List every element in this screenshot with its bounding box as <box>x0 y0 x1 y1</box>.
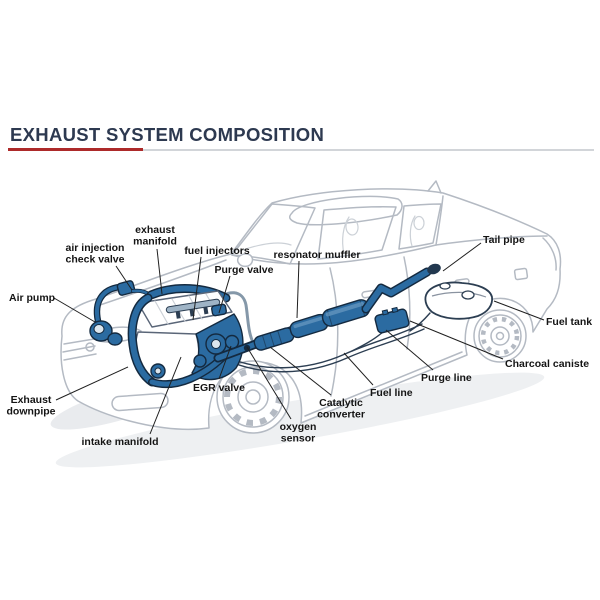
purge-line-leader-line <box>385 329 434 371</box>
beltline <box>231 244 437 265</box>
label-tail-pipe: Tail pipe <box>442 234 525 272</box>
svg-text:Purge valve: Purge valve <box>215 264 274 276</box>
side-mirror <box>236 253 254 268</box>
svg-text:fuel injectors: fuel injectors <box>184 245 250 257</box>
tail-pipe-tip <box>427 263 441 275</box>
title-divider-line <box>143 149 594 151</box>
svg-text:Fuel tank: Fuel tank <box>546 316 592 328</box>
svg-text:resonator muffler: resonator muffler <box>274 249 361 261</box>
c-pillar <box>435 195 444 246</box>
rear-door-window <box>398 203 442 250</box>
svg-text:Charcoal caniste: Charcoal caniste <box>505 358 589 370</box>
antenna-fin <box>427 180 442 194</box>
charcoal-canister-leader-line <box>409 320 504 360</box>
fuel-injectors-leader-line <box>192 256 202 321</box>
purge-valve-leader-line <box>218 275 231 314</box>
bumper-intake <box>111 392 169 412</box>
label-purge-line: Purge line <box>385 329 472 384</box>
label-charcoal-canister: Charcoal caniste <box>409 320 589 370</box>
fuel-line-leader-line <box>343 352 374 386</box>
resonator-muffler-leader-line <box>296 260 300 319</box>
catalytic-converter-leader-line <box>269 346 332 396</box>
title-accent-bar <box>8 148 143 151</box>
page-title: EXHAUST SYSTEM COMPOSITION <box>10 124 325 145</box>
label-fuel-line: Fuel line <box>343 352 413 399</box>
brand-logo <box>85 342 95 352</box>
fuel-filler-door <box>513 267 529 281</box>
air-pump-leader-line <box>53 297 96 323</box>
label-egr-valve: EGR valve <box>193 345 245 394</box>
svg-text:EGR valve: EGR valve <box>193 382 245 394</box>
tank-cap-1 <box>439 282 451 290</box>
label-intake-manifold: intake manifold <box>81 356 182 448</box>
front-door-window <box>317 205 397 260</box>
rear-door-line <box>403 256 411 350</box>
purge-line-pipe <box>225 328 425 373</box>
tank-cap-2 <box>461 290 475 300</box>
engine <box>89 280 244 389</box>
label-air-pump: Air pump <box>9 292 96 323</box>
tail-pipe-leader-line <box>442 242 482 272</box>
fuel-injectors-part <box>165 298 221 319</box>
exhaust-manifold-leader-line <box>156 248 163 295</box>
charcoal-canister <box>374 306 410 334</box>
pulley-small <box>193 354 207 368</box>
front-wheel <box>216 360 290 434</box>
fuel-tank-leader-line <box>493 300 545 321</box>
egr-valve-leader-line <box>218 345 232 380</box>
rear-wheel <box>473 309 527 363</box>
tail-pipe-part <box>361 263 441 314</box>
air-hose <box>95 285 122 323</box>
tail-lamp <box>542 237 557 271</box>
purge-valve-part <box>211 303 227 317</box>
hood-line <box>99 259 227 306</box>
trunk-line <box>435 235 548 246</box>
grille <box>62 338 97 361</box>
interior-seats <box>239 215 425 255</box>
label-fuel-injectors: fuel injectors <box>184 245 250 321</box>
air-injection-check-valve-part <box>116 280 136 296</box>
label-purge-valve: Purge valve <box>215 264 274 314</box>
tank-branch <box>409 312 431 332</box>
svg-text:Fuel line: Fuel line <box>370 387 413 399</box>
label-resonator-muffler: resonator muffler <box>274 249 361 319</box>
oxygen-sensor-leader-line <box>246 346 292 420</box>
air-pump-part <box>89 320 123 346</box>
sunroof <box>288 195 403 226</box>
exhaust-system <box>213 263 441 363</box>
svg-text:Tail pipe: Tail pipe <box>483 234 525 246</box>
intake-manifold-leader-line <box>149 356 182 435</box>
exhaust-downpipe-leader-line <box>55 366 129 401</box>
fuel-tank <box>424 281 493 320</box>
air-injection-check-valve-leader-line <box>115 265 133 291</box>
svg-text:intake manifold: intake manifold <box>81 436 158 448</box>
svg-text:Air pump: Air pump <box>9 292 55 304</box>
rocker-line <box>304 351 463 417</box>
label-fuel-tank: Fuel tank <box>493 300 592 328</box>
svg-text:Purge line: Purge line <box>421 372 472 384</box>
